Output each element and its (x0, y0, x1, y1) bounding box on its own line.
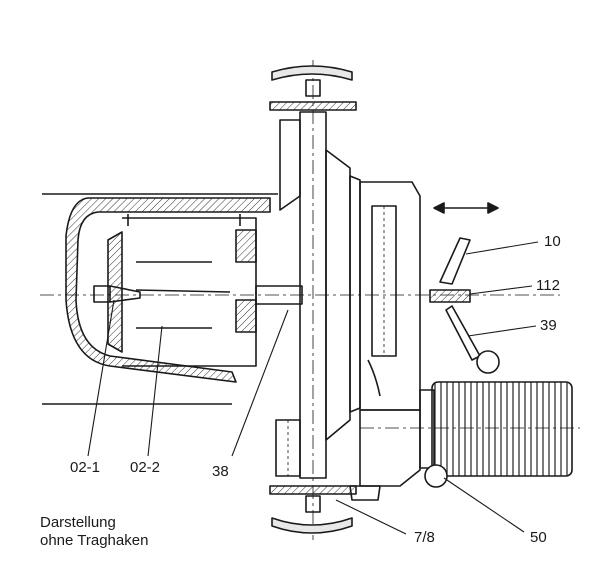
callout-39: 39 (540, 317, 557, 334)
drawing-caption: Darstellung ohne Traghaken (40, 514, 148, 550)
callout-7-8: 7/8 (414, 529, 435, 546)
gearbox (359, 181, 421, 411)
callout-50: 50 (530, 529, 547, 546)
top-handwheel-icon[interactable] (269, 65, 357, 111)
frame-column (279, 60, 327, 540)
lower-bracket (349, 409, 421, 501)
drive-motor (360, 381, 580, 488)
callout-112: 112 (536, 277, 560, 294)
callout-02-2: 02-2 (130, 459, 161, 476)
direction-arrow-icon (433, 202, 499, 214)
side-slide (275, 419, 301, 477)
callout-02-1: 02-1 (70, 459, 101, 476)
cutter-drum (107, 214, 257, 367)
callout-38: 38 (212, 463, 229, 480)
caption-line-1: Darstellung (40, 514, 116, 531)
leader-lines (87, 241, 539, 535)
adjustment-lever (429, 237, 500, 374)
bottom-handwheel-icon[interactable] (269, 485, 357, 534)
housing-wall (42, 193, 278, 405)
caption-line-2: ohne Traghaken (40, 532, 149, 549)
callout-10: 10 (544, 233, 561, 250)
